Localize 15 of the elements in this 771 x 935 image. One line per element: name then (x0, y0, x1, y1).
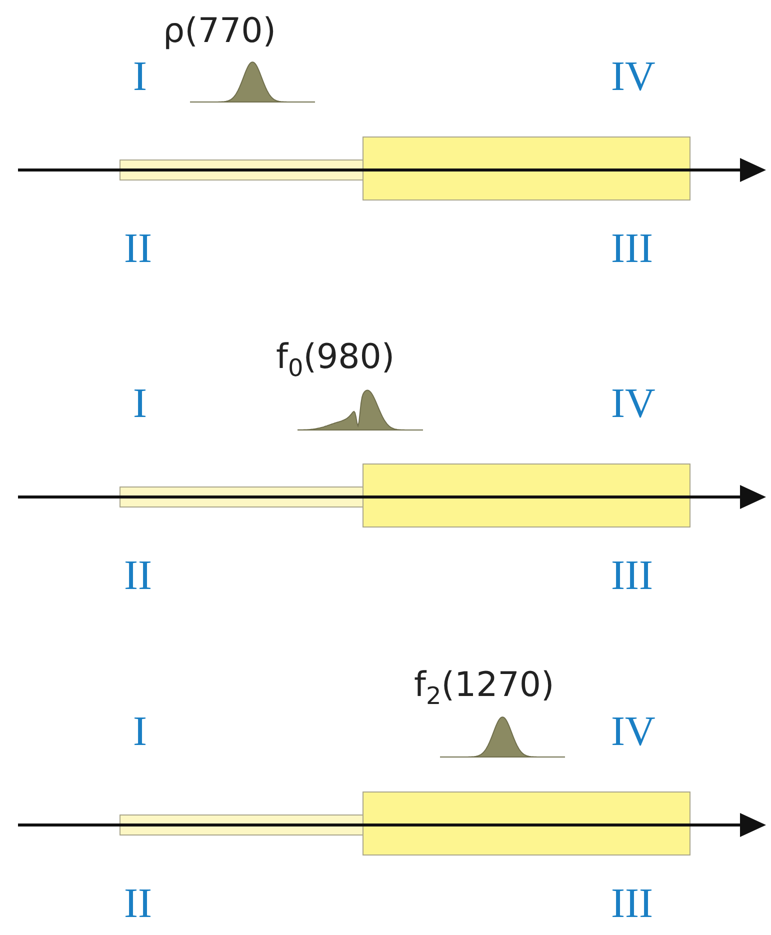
quadrant-numeral: III (611, 228, 653, 270)
quadrant-numeral: II (124, 883, 152, 925)
quadrant-numeral: I (133, 383, 147, 425)
quadrant-numeral: III (611, 555, 653, 597)
quadrant-numeral: I (133, 56, 147, 98)
quadrant-numeral: II (124, 228, 152, 270)
quadrant-numeral: I (133, 711, 147, 753)
quadrant-numeral: II (124, 555, 152, 597)
resonance-label: f$_{2}$(1270) (414, 668, 554, 708)
quadrant-numeral: IV (611, 56, 656, 98)
quadrant-numeral: IV (611, 383, 656, 425)
quadrant-numeral: III (611, 883, 653, 925)
resonance-label: f$_{0}$(980) (276, 340, 395, 380)
quadrant-numeral: IV (611, 711, 656, 753)
resonance-label: ρ(770) (163, 14, 276, 48)
